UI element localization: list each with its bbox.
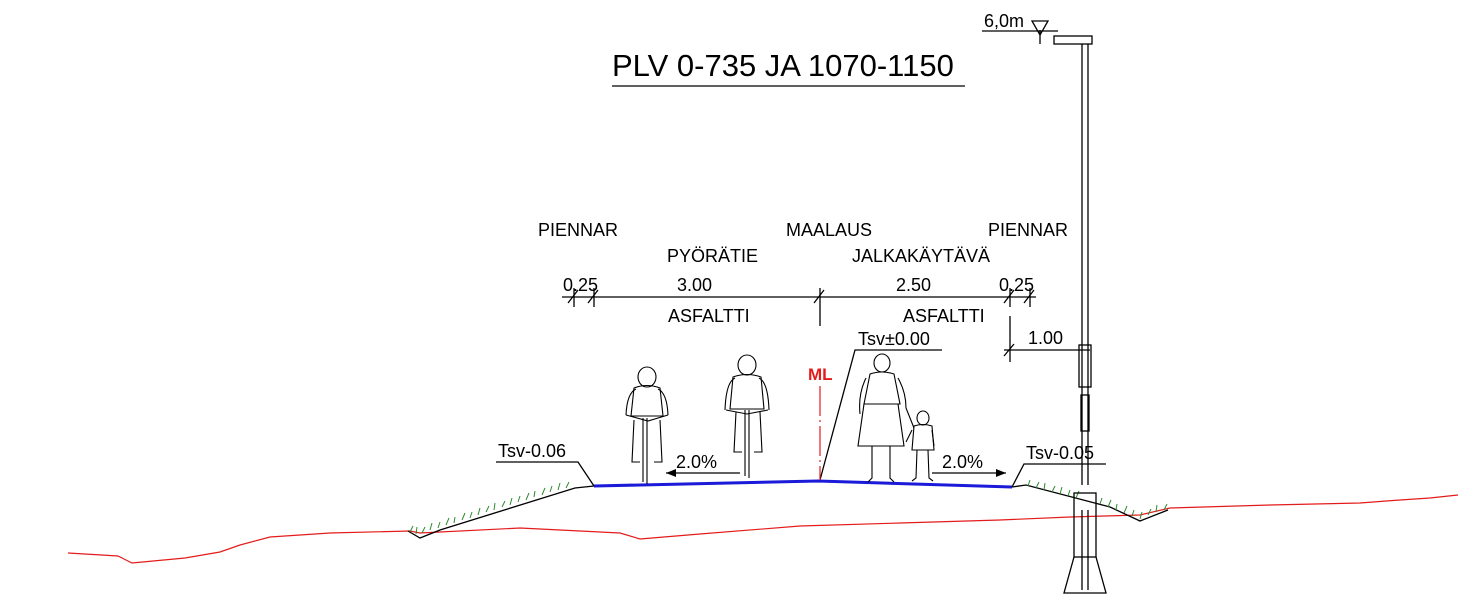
cyclist-icon: [625, 366, 669, 484]
elevation-left: Tsv-0.06: [498, 441, 566, 461]
existing-ground-line: [67, 494, 1458, 564]
slope-right: 2.0%: [942, 452, 983, 472]
slope-left: 2.0%: [676, 452, 717, 472]
label-cycle-path: PYÖRÄTIE: [667, 246, 758, 266]
pedestrian-icon: [857, 353, 915, 483]
label-shoulder-left: PIENNAR: [538, 220, 618, 240]
elevation-center-leader: [819, 349, 942, 481]
dim-shoulder-left: 0.25: [563, 275, 598, 295]
dim-footpath: 2.50: [896, 275, 931, 295]
left-embankment: [407, 485, 595, 539]
label-footpath: JALKAKÄYTÄVÄ: [852, 246, 990, 266]
elevation-left-leader: [496, 461, 595, 487]
dim-shoulder-right: 0.25: [999, 275, 1034, 295]
surface-left-label: ASFALTTI: [668, 306, 750, 326]
elevation-right: Tsv-0.05: [1026, 443, 1094, 463]
grass-left: [409, 481, 570, 535]
grass-right: [1027, 479, 1168, 520]
dim-pole-offset: 1.00: [1028, 328, 1063, 348]
right-embankment: [1011, 484, 1169, 522]
pedestrian-child-icon: [905, 410, 935, 482]
surface-right-label: ASFALTTI: [903, 306, 985, 326]
dimension-ticks: [567, 288, 1035, 326]
elevation-right-leader: [1011, 463, 1106, 488]
cyclist-icon: [724, 354, 770, 478]
elevation-center: Tsv±0.00: [858, 329, 930, 349]
light-pole: [1039, 30, 1107, 594]
pavement-surface: [593, 479, 1013, 489]
label-marking: MAALAUS: [786, 220, 872, 240]
pole-height-label: 6,0m: [984, 11, 1024, 31]
centerline-label: ML: [808, 365, 833, 384]
section-title: PLV 0-735 JA 1070-1150: [612, 48, 954, 83]
elevation-triangle-icon: [1030, 20, 1050, 37]
label-shoulder-right: PIENNAR: [988, 220, 1068, 240]
dim-cycle-path: 3.00: [677, 275, 712, 295]
